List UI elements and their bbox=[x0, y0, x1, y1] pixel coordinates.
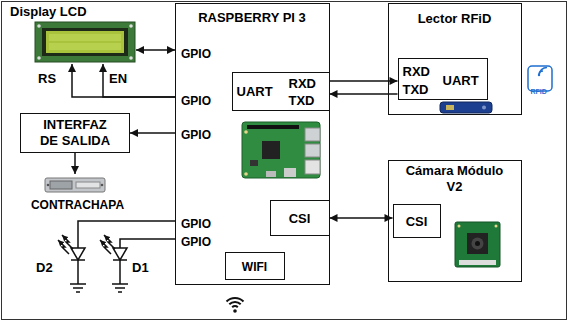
node-text: RASPBERRY PI 3 bbox=[198, 10, 306, 26]
pin-name: GPIO bbox=[181, 235, 211, 249]
pin-name: TXD bbox=[403, 82, 429, 98]
text-slot: GPIO bbox=[181, 44, 211, 62]
lcd-picture bbox=[35, 22, 135, 62]
text-slot: UART bbox=[443, 71, 479, 89]
output-interface-box: INTERFAZ DE SALIDA bbox=[20, 113, 130, 153]
icon-text: RFID bbox=[531, 88, 547, 96]
label-slot: D1 bbox=[132, 258, 149, 276]
node-text: Display LCD bbox=[10, 4, 87, 20]
uart-port: UART RXDTXD bbox=[232, 72, 330, 112]
connector-arrow bbox=[136, 49, 175, 51]
node-text: INTERFAZ DE SALIDA bbox=[33, 117, 117, 148]
text-slot: WIFI bbox=[242, 257, 267, 275]
csi-port: CSI bbox=[270, 200, 330, 236]
lcd-display: Display LCD bbox=[8, 2, 136, 64]
text-slot: CSI bbox=[289, 209, 311, 227]
label-slot: RS bbox=[38, 69, 56, 87]
camera-module-box: Cámara Módulo V2 CSI bbox=[388, 160, 522, 282]
text-slot: GPIO bbox=[181, 125, 211, 143]
led-label: D2 bbox=[36, 260, 53, 276]
text-slot: Lector RFiD bbox=[389, 9, 520, 27]
wifi-symbol bbox=[227, 298, 244, 313]
signal-name: EN bbox=[109, 71, 127, 87]
electric-strike: CONTRACHAPA bbox=[15, 174, 140, 214]
raspberry-pi-board: RASPBERRY PI 3 GPIO GPIO GPIO GPIO GPIO UART RX… bbox=[175, 3, 330, 285]
text-slot: Cámara Módulo V2 bbox=[389, 163, 520, 195]
node-text: UART bbox=[443, 73, 479, 89]
text-slot: TXD bbox=[403, 80, 429, 98]
pin-name: RXD bbox=[403, 64, 430, 80]
pin-name: TXD bbox=[289, 93, 315, 109]
led-symbol bbox=[100, 235, 128, 292]
camera-picture bbox=[455, 222, 500, 267]
pin-name: GPIO bbox=[181, 217, 211, 231]
text-slot: GPIO bbox=[181, 214, 211, 232]
uart-port: RXD TXD UART bbox=[398, 58, 488, 101]
pin-name: GPIO bbox=[181, 47, 211, 61]
node-text: CSI bbox=[289, 211, 311, 227]
connector-arrow bbox=[72, 64, 175, 97]
wifi-module: WIFI bbox=[225, 252, 285, 280]
signal-name: RS bbox=[38, 71, 56, 87]
led-label: D1 bbox=[132, 260, 149, 276]
text-slot: GPIO bbox=[181, 91, 211, 109]
connector-arrow bbox=[130, 132, 175, 134]
node-text: Cámara Módulo V2 bbox=[400, 163, 510, 194]
label-slot: RFID bbox=[531, 80, 547, 98]
text-slot: Display LCD bbox=[10, 2, 87, 20]
node-text: UART bbox=[237, 84, 273, 100]
pin-name: GPIO bbox=[181, 128, 211, 142]
rfid-reader-picture bbox=[440, 102, 492, 113]
text-slot: TXD bbox=[289, 91, 315, 109]
text-slot: CONTRACHAPA bbox=[31, 195, 124, 213]
pin-name: RXD bbox=[289, 76, 316, 92]
raspberry-pi-picture bbox=[242, 122, 320, 178]
text-slot: RXD bbox=[403, 62, 430, 80]
led-wiring bbox=[78, 221, 175, 248]
node-text: CSI bbox=[406, 214, 428, 230]
node-text: CONTRACHAPA bbox=[31, 198, 124, 212]
rfid-reader-box: Lector RFiD RXD TXD UART bbox=[388, 3, 522, 115]
label-slot: EN bbox=[109, 69, 127, 87]
electric-strike-picture bbox=[45, 178, 105, 192]
pin-name: GPIO bbox=[181, 94, 211, 108]
connector-arrow bbox=[330, 217, 393, 219]
connector-arrow bbox=[74, 153, 76, 174]
connector-arrow bbox=[103, 64, 175, 97]
text-slot: RASPBERRY PI 3 bbox=[176, 8, 328, 26]
node-text: Lector RFiD bbox=[418, 11, 492, 27]
rfid-icon bbox=[528, 66, 552, 91]
csi-port: CSI bbox=[393, 204, 441, 238]
text-slot: INTERFAZ DE SALIDA bbox=[33, 117, 117, 149]
text-slot: RXD bbox=[289, 74, 316, 92]
label-slot: D2 bbox=[36, 258, 53, 276]
text-slot: UART bbox=[237, 82, 273, 100]
text-slot: GPIO bbox=[181, 232, 211, 250]
node-text: WIFI bbox=[242, 260, 267, 274]
text-slot: CSI bbox=[406, 212, 428, 230]
led-symbol bbox=[58, 235, 86, 292]
